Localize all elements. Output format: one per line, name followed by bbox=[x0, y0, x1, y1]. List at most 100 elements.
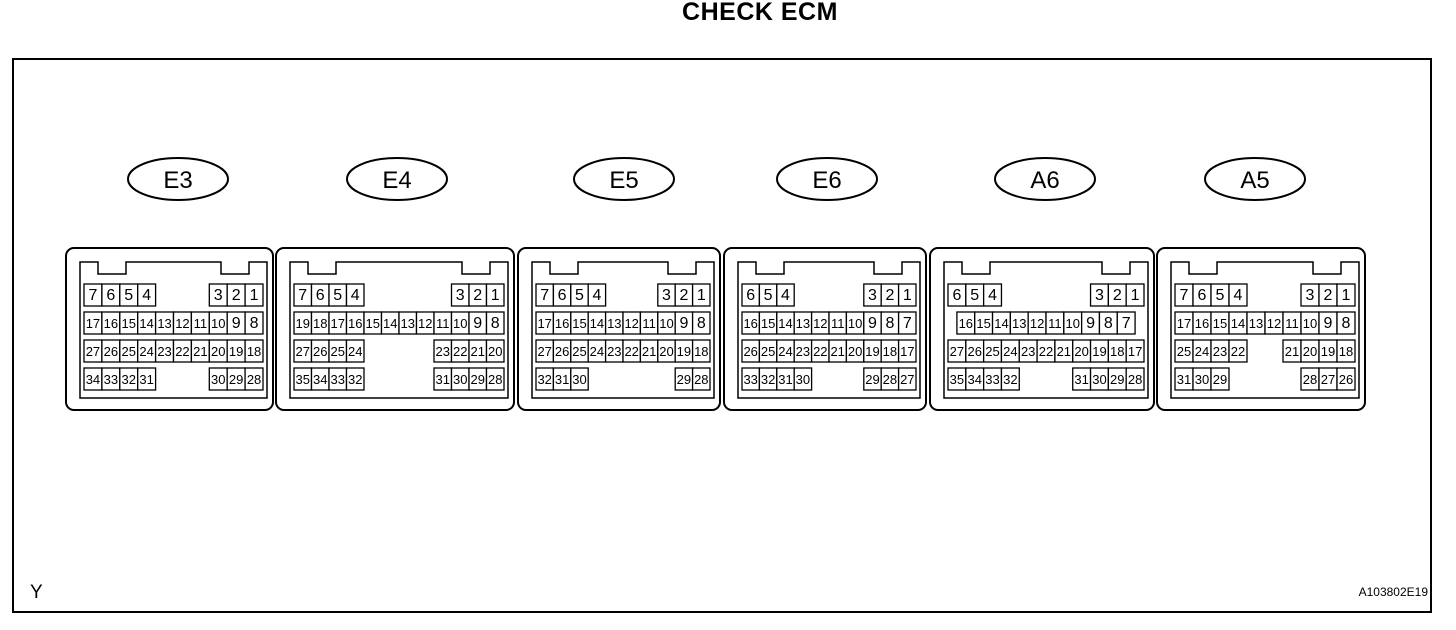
pin-number: 23 bbox=[436, 344, 450, 359]
pin-number: 17 bbox=[331, 316, 345, 331]
connector-cavity bbox=[943, 261, 1149, 399]
connector-label: E6 bbox=[812, 167, 841, 194]
pin-number: 21 bbox=[471, 344, 485, 359]
pin-number: 5 bbox=[970, 287, 979, 304]
pin-number: 12 bbox=[1030, 316, 1044, 331]
pin-number: 30 bbox=[1092, 372, 1106, 387]
pin-number: 26 bbox=[1339, 372, 1353, 387]
pin-number: 18 bbox=[313, 316, 327, 331]
pin-number: 10 bbox=[1065, 316, 1079, 331]
pin-number: 2 bbox=[1113, 287, 1122, 304]
pin-number: 8 bbox=[1342, 315, 1351, 332]
pin-number: 27 bbox=[537, 344, 551, 359]
pin-number: 8 bbox=[250, 315, 259, 332]
pin-cell bbox=[485, 339, 505, 363]
pin-number: 9 bbox=[679, 315, 688, 332]
pin-cell bbox=[244, 311, 264, 335]
pin-number: 10 bbox=[659, 316, 673, 331]
pin-number: 26 bbox=[313, 344, 327, 359]
pin-number: 23 bbox=[796, 344, 810, 359]
pin-cell bbox=[897, 339, 917, 363]
pin-number: 16 bbox=[555, 316, 569, 331]
pin-number: 14 bbox=[1231, 316, 1245, 331]
pin-number: 27 bbox=[86, 344, 100, 359]
pin-number: 2 bbox=[885, 287, 894, 304]
connector-label: E5 bbox=[609, 167, 638, 194]
pin-number: 18 bbox=[694, 344, 708, 359]
pin-number: 2 bbox=[1324, 287, 1333, 304]
pin-number: 13 bbox=[401, 316, 415, 331]
pin-number: 15 bbox=[976, 316, 990, 331]
pin-number: 19 bbox=[1092, 344, 1106, 359]
pin-cell bbox=[587, 283, 607, 307]
pin-number: 24 bbox=[139, 344, 153, 359]
pin-number: 10 bbox=[1303, 316, 1317, 331]
pin-number: 30 bbox=[796, 372, 810, 387]
pin-number: 14 bbox=[994, 316, 1008, 331]
diagram-title: CHECK ECM bbox=[682, 0, 838, 26]
pin-number: 2 bbox=[473, 287, 482, 304]
connector-label-oval bbox=[776, 157, 878, 201]
pin-number: 19 bbox=[296, 316, 310, 331]
pin-number: 3 bbox=[1095, 287, 1104, 304]
pin-number: 8 bbox=[885, 315, 894, 332]
pin-cell bbox=[570, 367, 589, 391]
pin-number: 25 bbox=[761, 344, 775, 359]
pin-number: 9 bbox=[868, 315, 877, 332]
pin-cell bbox=[1125, 367, 1145, 391]
pin-number: 4 bbox=[1234, 287, 1243, 304]
pin-number: 21 bbox=[1285, 344, 1299, 359]
pin-number: 23 bbox=[1021, 344, 1035, 359]
pin-number: 25 bbox=[1177, 344, 1191, 359]
pin-number: 25 bbox=[572, 344, 586, 359]
pin-number: 27 bbox=[950, 344, 964, 359]
pin-number: 5 bbox=[333, 287, 342, 304]
connector-label: A5 bbox=[1240, 167, 1269, 194]
pin-number: 15 bbox=[572, 316, 586, 331]
connector-label-oval bbox=[573, 157, 675, 201]
pin-number: 11 bbox=[642, 316, 656, 331]
pin-number: 7 bbox=[903, 315, 912, 332]
pin-number: 11 bbox=[1048, 316, 1062, 331]
pin-number: 18 bbox=[1339, 344, 1353, 359]
pin-number: 9 bbox=[473, 315, 482, 332]
pin-number: 23 bbox=[607, 344, 621, 359]
pin-number: 30 bbox=[572, 372, 586, 387]
pin-cell bbox=[485, 311, 505, 335]
pin-number: 19 bbox=[677, 344, 691, 359]
pin-number: 26 bbox=[555, 344, 569, 359]
pin-number: 29 bbox=[229, 372, 243, 387]
pin-number: 10 bbox=[453, 316, 467, 331]
pin-number: 21 bbox=[193, 344, 207, 359]
connector-label-oval bbox=[127, 157, 229, 201]
pin-number: 21 bbox=[642, 344, 656, 359]
pin-number: 8 bbox=[491, 315, 500, 332]
pin-number: 28 bbox=[1128, 372, 1142, 387]
pin-cell bbox=[1228, 283, 1248, 307]
pin-number: 2 bbox=[232, 287, 241, 304]
pin-number: 8 bbox=[697, 315, 706, 332]
pin-number: 15 bbox=[122, 316, 136, 331]
pin-number: 24 bbox=[778, 344, 792, 359]
pin-number: 12 bbox=[418, 316, 432, 331]
pin-number: 13 bbox=[1249, 316, 1263, 331]
pin-number: 15 bbox=[761, 316, 775, 331]
pin-number: 4 bbox=[142, 287, 151, 304]
pin-number: 9 bbox=[1086, 315, 1095, 332]
pin-number: 29 bbox=[471, 372, 485, 387]
pin-cell bbox=[1228, 339, 1248, 363]
pin-number: 18 bbox=[247, 344, 261, 359]
pin-number: 8 bbox=[1104, 315, 1113, 332]
pin-number: 34 bbox=[86, 372, 100, 387]
pin-number: 30 bbox=[453, 372, 467, 387]
pin-number: 1 bbox=[1131, 287, 1140, 304]
pin-number: 28 bbox=[488, 372, 502, 387]
pin-number: 23 bbox=[1213, 344, 1227, 359]
pin-number: 32 bbox=[348, 372, 362, 387]
pin-number: 31 bbox=[139, 372, 153, 387]
pin-number: 3 bbox=[456, 287, 465, 304]
pin-number: 14 bbox=[590, 316, 604, 331]
